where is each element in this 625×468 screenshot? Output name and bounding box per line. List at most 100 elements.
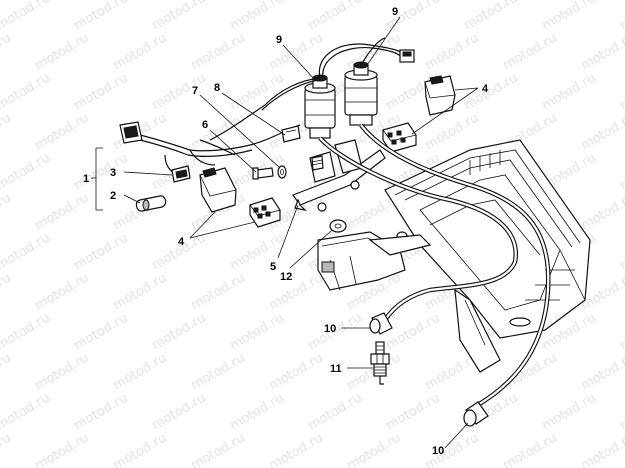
module-4-left-large <box>199 167 237 213</box>
coil-wiring <box>209 37 415 141</box>
watermark-text: motod.ru <box>345 31 404 74</box>
watermark-text: motod.ru <box>462 0 521 33</box>
watermark-text: motod.ru <box>0 0 53 33</box>
watermark-text: motod.ru <box>0 71 53 114</box>
lower-bracket <box>317 231 432 291</box>
ht-lead-lower <box>318 136 518 322</box>
watermark-text: motod.ru <box>72 0 131 33</box>
watermark-text: motod.ru <box>72 71 131 114</box>
watermark-text: motod.ru <box>306 391 365 434</box>
bolt-small <box>311 155 324 171</box>
ignition-coil-right <box>344 61 378 126</box>
callout-4-left: 4 <box>178 236 185 248</box>
callout-4-right: 4 <box>482 83 489 95</box>
watermark-text: motod.ru <box>33 111 92 154</box>
watermark-text: motod.ru <box>72 231 131 274</box>
watermark-text: motod.ru <box>0 31 14 74</box>
callout-9-right: 9 <box>392 6 398 18</box>
ignition-coil-left <box>304 74 336 139</box>
watermark-text: motod.ru <box>189 31 248 74</box>
watermark-text: motod.ru <box>540 0 599 33</box>
clip-8 <box>281 125 301 143</box>
watermark-text: motod.ru <box>189 351 248 394</box>
watermark-text: motod.ru <box>111 431 170 468</box>
plug-cap-10-upper <box>369 312 393 335</box>
watermark-text: motod.ru <box>540 71 599 114</box>
watermark-text: motod.ru <box>111 271 170 314</box>
watermark-text: motod.ru <box>306 0 365 33</box>
callout-5: 5 <box>270 261 276 273</box>
callout-3: 3 <box>110 167 116 179</box>
watermark-text: motod.ru <box>150 71 209 114</box>
watermark-text: motod.ru <box>150 391 209 434</box>
screw-6 <box>252 167 274 180</box>
leader-lines <box>91 16 479 449</box>
watermark-text: motod.ru <box>0 191 14 234</box>
watermark-text: motod.ru <box>33 31 92 74</box>
watermark-text: motod.ru <box>228 311 287 354</box>
watermark-text: motod.ru <box>618 231 625 274</box>
watermark-text: motod.ru <box>267 271 326 314</box>
watermark-text: motod.ru <box>579 31 625 74</box>
watermark-text: motod.ru <box>579 111 625 154</box>
sleeve-2 <box>135 195 167 212</box>
watermark-text: motod.ru <box>618 391 625 434</box>
watermark-text: motod.ru <box>423 111 482 154</box>
callout-10-upper: 10 <box>324 323 336 335</box>
callout-2: 2 <box>110 190 116 202</box>
watermark-text: motod.ru <box>228 71 287 114</box>
watermark-text: motod.ru <box>33 271 92 314</box>
watermark-text: motod.ru <box>345 431 404 468</box>
callout-11: 11 <box>330 363 342 375</box>
callout-12: 12 <box>280 271 292 283</box>
callout-6: 6 <box>202 119 208 131</box>
watermark-text: motod.ru <box>150 311 209 354</box>
watermark-text: motod.ru <box>111 351 170 394</box>
watermark-text: motod.ru <box>72 311 131 354</box>
watermark-text: motod.ru <box>579 351 625 394</box>
watermark-text: motod.ru <box>384 391 443 434</box>
watermark-text: motod.ru <box>579 191 625 234</box>
watermark-text: motod.ru <box>228 391 287 434</box>
watermark-text: motod.ru <box>72 391 131 434</box>
plug-cap-10-lower <box>463 401 489 427</box>
spark-plug-11 <box>370 341 390 385</box>
watermark-text: motod.ru <box>111 31 170 74</box>
module-4-right-large <box>424 75 456 116</box>
callout-9-left: 9 <box>276 34 282 46</box>
watermark-text: motod.ru <box>33 431 92 468</box>
watermark-text: motod.ru <box>0 311 53 354</box>
callout-1: 1 <box>83 173 89 185</box>
watermark-text: motod.ru <box>618 0 625 33</box>
callout-labels: 1 2 3 4 4 5 6 7 8 9 9 10 10 11 12 <box>83 6 489 457</box>
callout-8: 8 <box>214 82 220 94</box>
watermark-text: motod.ru <box>33 351 92 394</box>
watermark-text: motod.ru <box>228 0 287 33</box>
watermark-text: motod.ru <box>0 111 14 154</box>
callout-7: 7 <box>192 85 198 97</box>
watermark-text: motod.ru <box>0 431 14 468</box>
watermark-text: motod.ru <box>228 231 287 274</box>
watermark-text: motod.ru <box>0 271 14 314</box>
connector-3 <box>171 165 191 183</box>
watermark-text: motod.ru <box>618 151 625 194</box>
ht-lead-upper <box>359 123 551 407</box>
watermark-text: motod.ru <box>72 151 131 194</box>
watermark-text: motod.ru <box>189 431 248 468</box>
watermark-text: motod.ru <box>0 391 53 434</box>
watermark-text: motod.ru <box>0 151 53 194</box>
watermark-text: motod.ru <box>0 351 14 394</box>
watermark-text: motod.ru <box>150 0 209 33</box>
watermark-text: motod.ru <box>501 431 560 468</box>
watermark-text: motod.ru <box>384 311 443 354</box>
watermark-text: motod.ru <box>462 71 521 114</box>
watermark-text: motod.ru <box>540 391 599 434</box>
watermark-text: motod.ru <box>579 431 625 468</box>
watermark-text: motod.ru <box>267 351 326 394</box>
module-4-left-small <box>249 197 281 228</box>
washer-7 <box>277 165 287 179</box>
watermark-text: motod.ru <box>423 31 482 74</box>
watermark-text: motod.ru <box>189 271 248 314</box>
